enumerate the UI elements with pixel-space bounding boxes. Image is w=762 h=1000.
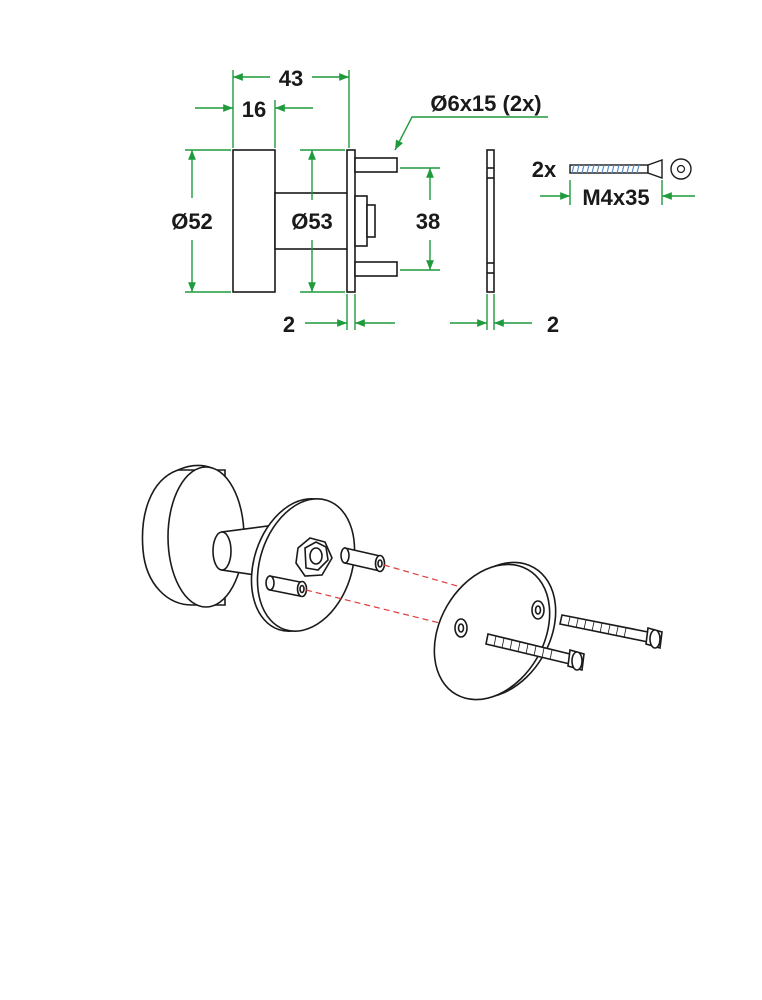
- knob-side: [232, 149, 276, 293]
- dimension-lines: [185, 70, 695, 330]
- dim-rose-diameter: Ø53: [291, 209, 333, 234]
- dim-overall-length: 43: [279, 66, 303, 91]
- screws-3d: [485, 614, 663, 672]
- rose-plate-side: [346, 149, 356, 293]
- screw-quantity: 2x: [532, 157, 557, 182]
- pin-lower-side: [354, 261, 398, 277]
- shaft-side: [274, 192, 350, 250]
- dim-plate-thickness-right: 2: [547, 312, 559, 337]
- nut-side: [354, 195, 368, 247]
- dim-pin-callout: Ø6x15 (2x): [430, 91, 541, 116]
- pins-3d: [265, 546, 386, 598]
- dimension-labels: 43 16 Ø52 Ø53 38 Ø6x15 (2x) 2 2 2x M4x35: [171, 66, 649, 337]
- dim-pin-spacing: 38: [416, 209, 440, 234]
- cover-plate-3d: [433, 561, 557, 701]
- cover-plate-side: [486, 149, 495, 293]
- knob-3d: [141, 464, 245, 608]
- exploded-view: [141, 464, 663, 701]
- pin-upper-side: [354, 157, 398, 173]
- nut-face-side: [366, 204, 376, 238]
- side-view: [232, 149, 495, 293]
- nut-3d: [295, 537, 333, 577]
- dim-knob-diameter: Ø52: [171, 209, 213, 234]
- dim-knob-width: 16: [242, 97, 266, 122]
- screw-symbol: [569, 158, 692, 180]
- dim-plate-thickness-left: 2: [283, 312, 295, 337]
- screw-size: M4x35: [582, 185, 649, 210]
